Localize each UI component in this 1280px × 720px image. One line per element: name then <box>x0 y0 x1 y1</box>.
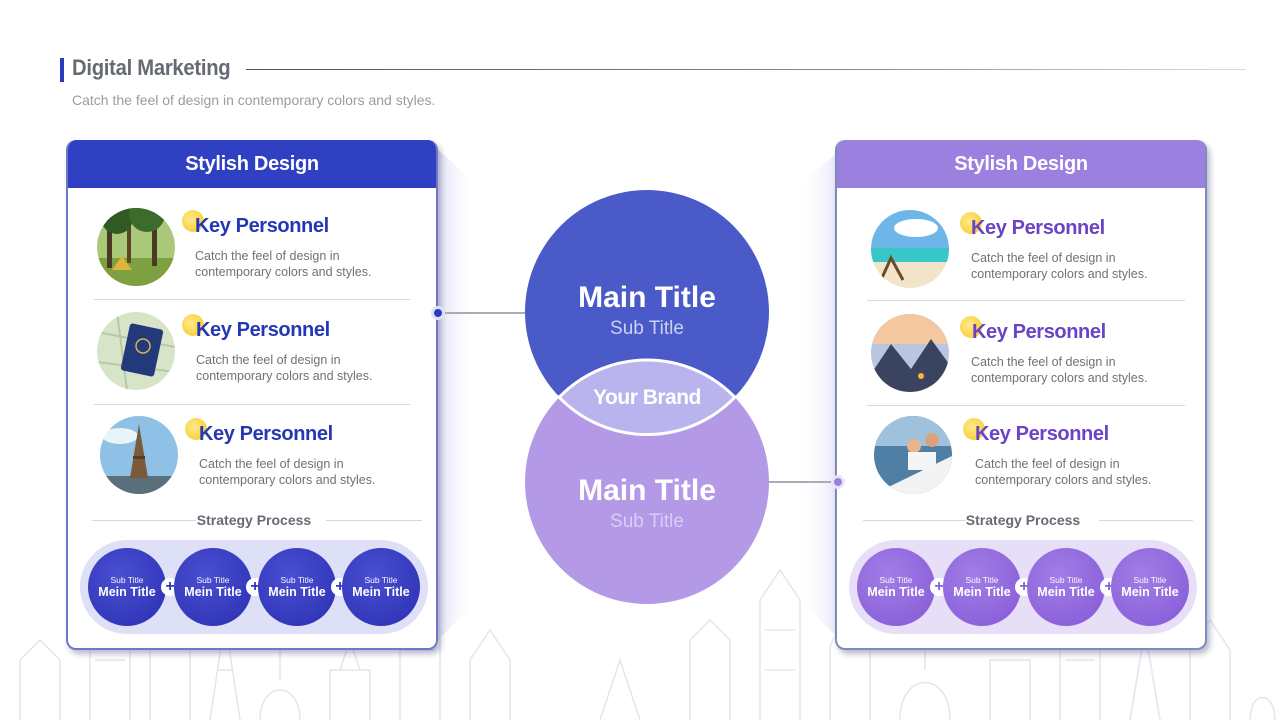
forest-tent-photo <box>97 208 175 286</box>
left-panel: Stylish Design Key Personnel Catch the f… <box>66 140 438 650</box>
left-item-3: Key Personnel Catch the feel of design i… <box>68 410 436 510</box>
mountain-camp-photo <box>871 314 949 392</box>
left-item-2: Key Personnel Catch the feel of design i… <box>68 306 436 406</box>
item-divider <box>867 405 1185 406</box>
bottom-circle-subtitle: Sub Title <box>610 511 684 532</box>
sun-icon <box>182 314 204 336</box>
right-connector-line <box>765 481 837 483</box>
strategy-line-right <box>326 520 422 521</box>
sun-icon <box>182 210 204 232</box>
bottom-main-circle <box>525 360 769 604</box>
brand-venn-diagram: Main Title Sub Title Your Brand Main Tit… <box>525 190 769 604</box>
item-divider <box>867 300 1185 301</box>
item-description: Catch the feel of design in contemporary… <box>199 457 376 487</box>
strategy-process-label: Strategy Process <box>196 512 312 528</box>
left-panel-heading: Stylish Design <box>68 140 436 188</box>
right-connector-dot <box>831 475 845 489</box>
left-connector-line <box>438 312 528 314</box>
left-item-1: Key Personnel Catch the feel of design i… <box>68 202 436 302</box>
item-title: Key Personnel <box>199 423 333 445</box>
item-title: Key Personnel <box>195 215 329 237</box>
item-description: Catch the feel of design in contemporary… <box>971 251 1148 281</box>
boat-couple-photo <box>874 416 952 494</box>
right-panel-shade <box>800 150 840 640</box>
right-item-2: Key Personnel Catch the feel of design i… <box>837 308 1205 408</box>
sun-icon <box>185 418 207 440</box>
top-circle-subtitle: Sub Title <box>610 318 684 339</box>
right-panel-heading: Stylish Design <box>837 140 1205 188</box>
strategy-line-left <box>863 520 965 521</box>
item-divider <box>94 404 410 405</box>
sun-icon <box>963 418 985 440</box>
page-subtitle: Catch the feel of design in contemporary… <box>72 92 436 108</box>
strategy-process-label: Strategy Process <box>965 512 1081 528</box>
brand-label: Your Brand <box>593 386 701 409</box>
item-title: Key Personnel <box>971 217 1105 239</box>
item-divider <box>94 299 410 300</box>
strategy-line-right <box>1099 520 1193 521</box>
bottom-circle-title: Main Title <box>578 474 716 507</box>
right-panel: Stylish Design Key Personnel Catch the f… <box>835 140 1207 650</box>
sun-icon <box>960 316 982 338</box>
right-item-1: Key Personnel Catch the feel of design i… <box>837 204 1205 304</box>
eiffel-tower-photo <box>100 416 178 494</box>
left-connector-dot <box>431 306 445 320</box>
page-title: Digital Marketing <box>72 55 231 80</box>
header-accent-bar <box>60 58 64 82</box>
item-title: Key Personnel <box>196 319 330 341</box>
item-description: Catch the feel of design in contemporary… <box>195 249 372 279</box>
top-circle-title: Main Title <box>578 281 716 314</box>
item-title: Key Personnel <box>975 423 1109 445</box>
left-panel-shade <box>438 150 478 640</box>
item-description: Catch the feel of design in contemporary… <box>196 353 373 383</box>
beach-chair-photo <box>871 210 949 288</box>
item-description: Catch the feel of design in contemporary… <box>975 457 1152 487</box>
item-title: Key Personnel <box>972 321 1106 343</box>
item-description: Catch the feel of design in contemporary… <box>971 355 1148 385</box>
top-main-circle <box>525 190 769 434</box>
strategy-line-left <box>92 520 196 521</box>
right-item-3: Key Personnel Catch the feel of design i… <box>837 410 1205 510</box>
passport-map-photo <box>97 312 175 390</box>
sun-icon <box>960 212 982 234</box>
header-divider <box>246 69 1246 70</box>
